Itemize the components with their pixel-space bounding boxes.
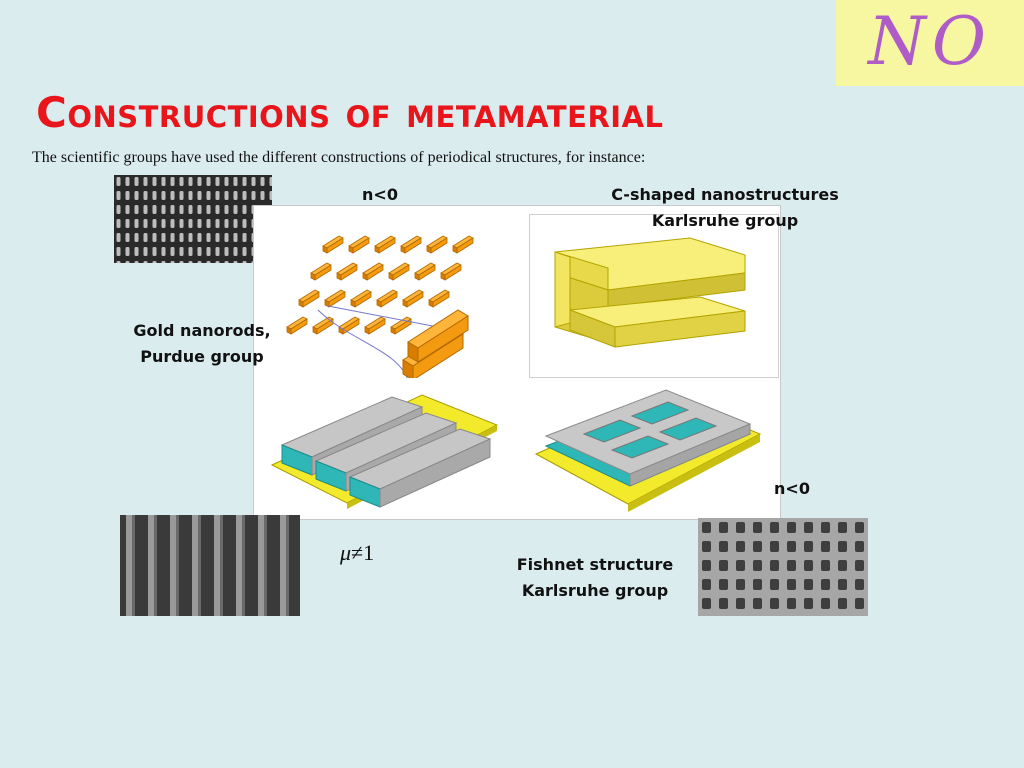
nanorod bbox=[440, 262, 462, 281]
fishnet-sem-image bbox=[698, 518, 868, 616]
c-shaped-caption: C-shaped nanostructures Karlsruhe group bbox=[575, 182, 875, 234]
gold-nanorods-caption-line1: Gold nanorods, bbox=[133, 321, 271, 340]
fishnet-caption-line2: Karlsruhe group bbox=[521, 581, 669, 600]
stripe-structure-illustration bbox=[262, 385, 502, 513]
nanorod bbox=[336, 262, 358, 281]
c-shaped-caption-line2: Karlsruhe group bbox=[651, 211, 799, 230]
magnified-nanorod-pair bbox=[402, 309, 469, 381]
nanorod bbox=[388, 262, 410, 281]
c-shape-illustration bbox=[529, 214, 779, 378]
nanorod bbox=[428, 289, 450, 308]
nanorod bbox=[402, 289, 424, 308]
nanorod bbox=[348, 235, 370, 254]
fishnet-caption: Fishnet structure Karlsruhe group bbox=[480, 552, 710, 604]
nanorod bbox=[376, 289, 398, 308]
nanorod bbox=[374, 235, 396, 254]
nanorod bbox=[286, 316, 308, 335]
slide-subtitle: The scientific groups have used the diff… bbox=[32, 149, 646, 166]
nanorod bbox=[364, 316, 386, 335]
slide-title: Constructions of metamaterial bbox=[36, 88, 664, 137]
nanorod bbox=[362, 262, 384, 281]
nanorod bbox=[426, 235, 448, 254]
fishnet-illustration bbox=[528, 382, 770, 514]
nanorod bbox=[310, 262, 332, 281]
fishnet-caption-line1: Fishnet structure bbox=[516, 555, 674, 574]
nanorod bbox=[312, 316, 334, 335]
nanorod-array-illustration bbox=[258, 210, 516, 381]
stripes-sem-image bbox=[120, 515, 300, 616]
nanorod bbox=[322, 235, 344, 254]
c-shaped-caption-line1: C-shaped nanostructures bbox=[611, 185, 839, 204]
nanorod bbox=[324, 289, 346, 308]
gold-nanorods-caption: Gold nanorods, Purdue group bbox=[100, 318, 304, 370]
n-negative-label-top: n<0 bbox=[362, 185, 398, 204]
logo-text: NO bbox=[868, 3, 992, 80]
mu-not-one-label: μ≠1 bbox=[340, 540, 374, 566]
nanorod bbox=[338, 316, 360, 335]
mu-relation: ≠1 bbox=[351, 540, 375, 565]
nanorod bbox=[298, 289, 320, 308]
n-negative-label-bottom: n<0 bbox=[774, 479, 810, 498]
nanorod bbox=[452, 235, 474, 254]
nanorod bbox=[414, 262, 436, 281]
nanorod bbox=[390, 316, 412, 335]
nanorod bbox=[400, 235, 422, 254]
logo: NO bbox=[836, 0, 1024, 86]
nanorod bbox=[350, 289, 372, 308]
nanorods-sem-image bbox=[114, 175, 272, 263]
gold-nanorods-caption-line2: Purdue group bbox=[140, 347, 264, 366]
mu-symbol: μ bbox=[340, 540, 352, 565]
